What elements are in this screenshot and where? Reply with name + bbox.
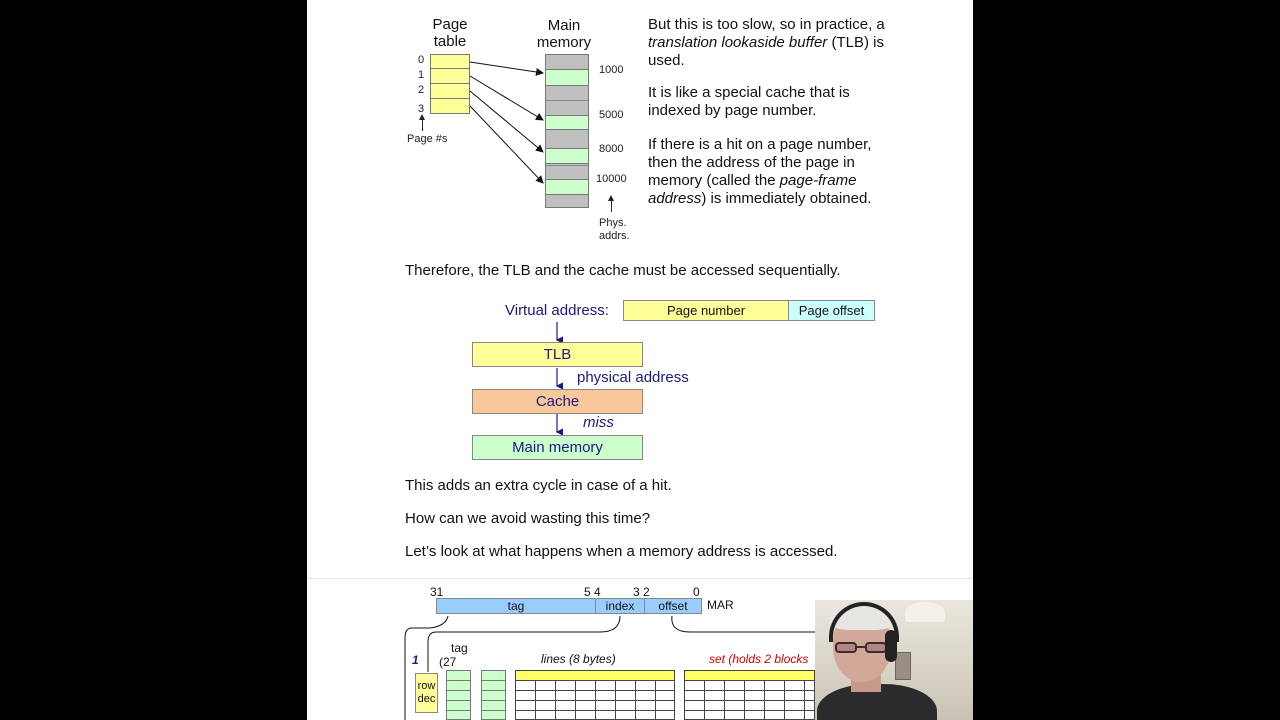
mapping-arrow: [469, 61, 544, 76]
page-table-title: Page table: [432, 16, 468, 50]
tlb-intro-paragraph: But this is too slow, so in practice, a …: [648, 16, 908, 70]
bit-0-label: 0: [693, 585, 700, 599]
row-decoder: row dec: [415, 673, 438, 713]
tlb-hit-text-b: ) is immediately obtained.: [701, 190, 872, 207]
physical-address-label: physical address: [577, 369, 689, 386]
wall-picture: [895, 652, 911, 680]
page-nums-arrow: [422, 117, 423, 131]
tag-array-b: [481, 670, 506, 720]
phys-addrs-label: Phys. addrs.: [599, 217, 630, 242]
tag-array-a: [446, 670, 471, 720]
tlb-intro-text-b: (TLB) is used.: [648, 34, 884, 69]
memory-divider: [546, 165, 588, 166]
memory-frame: [546, 69, 588, 86]
presenter-webcam: [815, 600, 973, 720]
memory-address-5000: 5000: [599, 109, 624, 121]
page-number-field: Page number: [623, 300, 789, 321]
memory-address-1000: 1000: [599, 64, 624, 76]
page-offset-field: Page offset: [788, 300, 875, 321]
page-row-label-3: 3: [418, 103, 425, 115]
bit-54-label: 5 4: [584, 585, 601, 599]
sequential-sentence: Therefore, the TLB and the cache must be…: [405, 262, 841, 279]
bit-31-label: 31: [430, 585, 444, 599]
page-nums-label: Page #s: [407, 133, 448, 145]
main-memory-box: Main memory: [472, 435, 643, 460]
memory-divider: [546, 100, 588, 101]
cache-lines-left: [515, 670, 675, 720]
memory-address-8000: 8000: [599, 143, 624, 155]
step-1-label: 1: [412, 653, 419, 667]
glasses-icon: [835, 642, 889, 654]
extra-cycle-sentence: This adds an extra cycle in case of a hi…: [405, 477, 672, 494]
cache-box: Cache: [472, 389, 643, 414]
tag-bits-label: (27: [439, 655, 457, 669]
page-nums-arrowhead: [419, 114, 425, 120]
memory-access-sentence: Let’s look at what happens when a memory…: [405, 543, 838, 560]
page-table-entry: [430, 98, 470, 114]
page-row-label-1: 1: [418, 69, 425, 81]
memory-address-10000: 10000: [596, 173, 627, 185]
main-memory-title: Main memory: [536, 17, 592, 51]
tlb-hit-text-a: If there is a hit on a page number, then…: [648, 136, 872, 189]
tag-column-label: tag: [451, 641, 468, 655]
mapping-arrow: [469, 75, 544, 121]
tlb-cache-paragraph: It is like a special cache that is index…: [648, 84, 850, 119]
mapping-arrow: [469, 90, 544, 153]
main-memory-column: [545, 54, 589, 208]
miss-label: miss: [583, 414, 614, 431]
memory-frame: [546, 148, 588, 164]
page-table-diagram: Page table Main memory 0 1 2 3 Page #s 1…: [400, 10, 640, 250]
slide-divider: [307, 578, 973, 579]
tlb-intro-text-a: But this is too slow, so in practice, a: [648, 16, 885, 33]
mapping-arrow: [469, 105, 544, 184]
flow-arrows: [555, 322, 563, 436]
page-row-label-0: 0: [418, 54, 425, 66]
tlb-box: TLB: [472, 342, 643, 367]
lines-label: lines (8 bytes): [541, 652, 616, 666]
tlb-hit-italic: page-frame address: [648, 172, 857, 207]
phys-addrs-arrow: [611, 198, 612, 212]
mar-connector-lines: [404, 615, 820, 720]
page-table: [430, 54, 470, 114]
mar-tag-field: tag: [436, 598, 596, 614]
phys-addrs-arrowhead: [608, 195, 614, 201]
memory-frame: [546, 179, 588, 195]
page-mapping-arrows: [469, 61, 544, 184]
memory-frame: [546, 115, 588, 130]
tlb-intro-italic: translation lookaside buffer: [648, 34, 828, 51]
lamp-shape: [905, 602, 945, 622]
bit-32-label: 3 2: [633, 585, 650, 599]
mar-offset-field: offset: [644, 598, 702, 614]
virtual-address-label: Virtual address:: [505, 302, 609, 319]
page-row-label-2: 2: [418, 84, 425, 96]
tlb-hit-paragraph: If there is a hit on a page number, then…: [648, 136, 888, 208]
cache-lines-right: [684, 670, 815, 720]
mar-index-field: index: [595, 598, 645, 614]
mar-label: MAR: [707, 598, 734, 612]
avoid-question: How can we avoid wasting this time?: [405, 510, 651, 527]
set-label: set (holds 2 blocks: [709, 652, 809, 666]
